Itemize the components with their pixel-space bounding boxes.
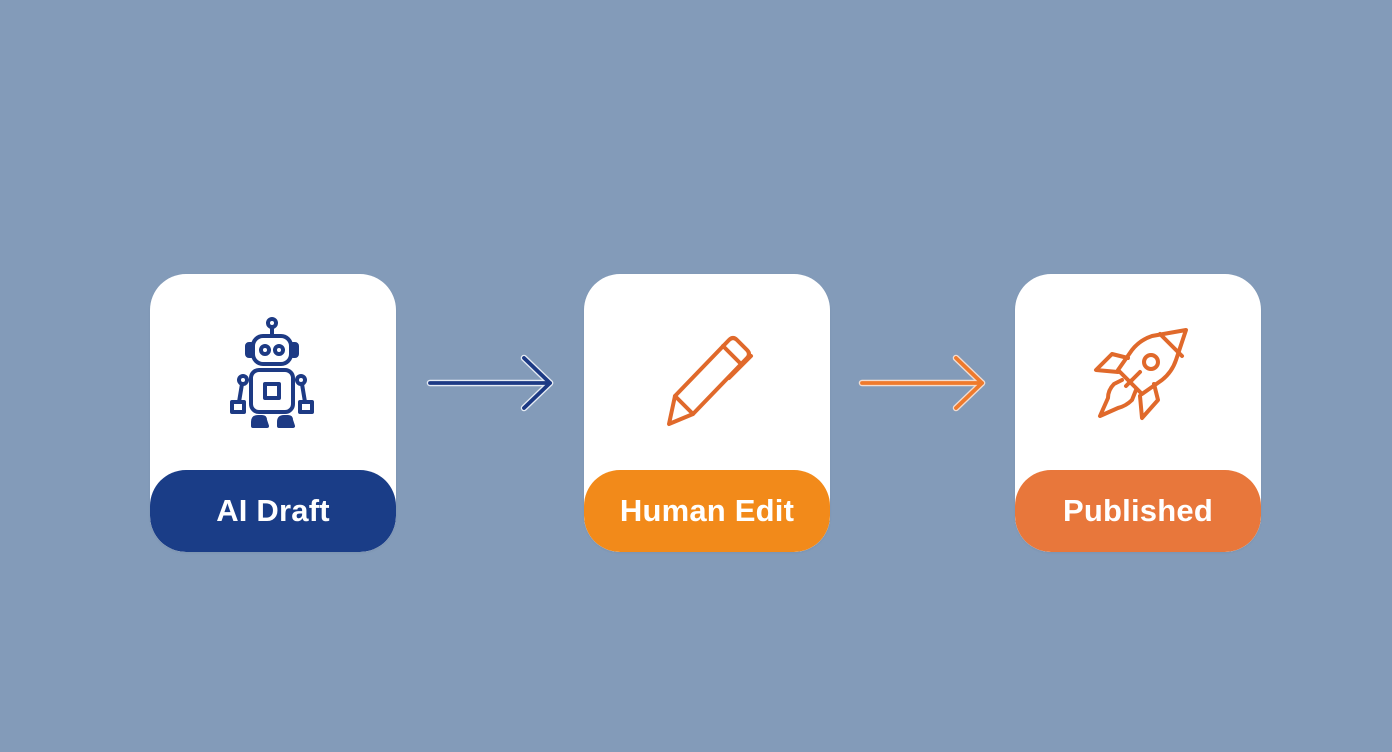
- arrow-right-icon: [426, 352, 556, 414]
- step-label-published: Published: [1015, 470, 1261, 552]
- step-label-ai-draft: AI Draft: [150, 470, 396, 552]
- step-card-ai-draft: AI Draft: [150, 274, 396, 552]
- rocket-icon: [1078, 314, 1198, 434]
- arrow-right-icon: [858, 352, 988, 414]
- step-card-published: Published: [1015, 274, 1261, 552]
- step-card-human-edit: Human Edit: [584, 274, 830, 552]
- robot-icon: [213, 314, 333, 434]
- step-label-human-edit: Human Edit: [584, 470, 830, 552]
- pencil-icon: [647, 314, 767, 434]
